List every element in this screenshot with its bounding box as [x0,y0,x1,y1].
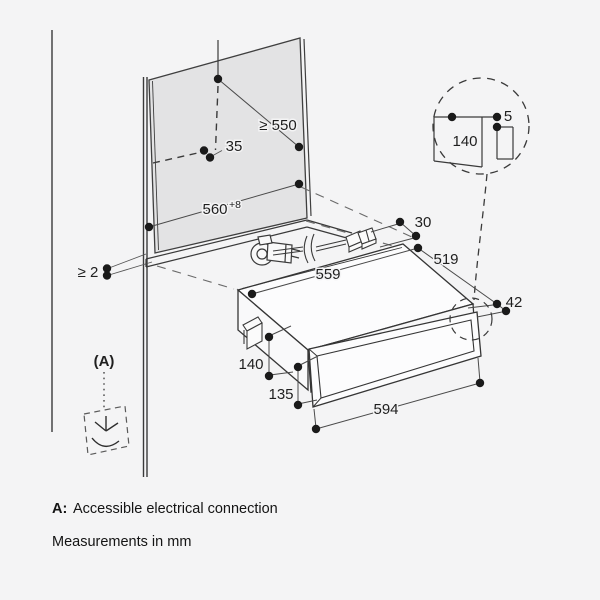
label-appliance-height: 140 [238,356,263,373]
label-front-panel-height: 135 [268,386,293,403]
footer-notes: A: Accessible electrical connection Meas… [52,501,278,550]
label-appliance-width: 559 [315,266,340,283]
label-socket-offset: 35 [226,138,243,155]
side-clearance-leaders [108,253,153,276]
footer-units-note: Measurements in mm [52,534,191,550]
label-niche-width-tolerance: +8 [229,199,241,211]
cabinet-walls [51,30,148,477]
electrical-connection-symbol [83,372,130,456]
niche-dimension-lines [148,78,300,228]
detail-circle [432,77,530,341]
label-cable-clearance: 30 [415,214,432,231]
footer-marker-key: A: [52,501,67,517]
niche-centerlines [152,40,223,164]
label-detail-overlap: 5 [504,108,512,125]
label-side-clearance: ≥ 2 [78,264,99,281]
dimension-labels: ≥ 550 35 560 +8 ≥ 2 140 5 30 519 559 42 … [76,107,524,420]
label-detail-niche-height: 140 [452,133,477,150]
power-plug [250,234,301,266]
measurement-dots [102,74,511,434]
appliance-front-panel [308,311,482,408]
cabinet-bottom-board [145,219,355,268]
niche-back-panel [148,37,312,254]
footer-marker-text: Accessible electrical connection [73,501,278,517]
label-niche-depth-min: ≥ 550 [259,117,296,134]
label-front-panel-width: 594 [373,401,398,418]
anti-tip-bracket [242,316,263,350]
label-appliance-depth: 519 [433,251,458,268]
corner-highlight-circle [449,297,493,341]
label-front-offset: 42 [506,294,523,311]
appliance-dimension-lines [251,221,507,430]
power-cable [272,233,347,264]
label-niche-width: 560 [202,201,227,218]
label-connection-marker: (A) [94,353,115,370]
